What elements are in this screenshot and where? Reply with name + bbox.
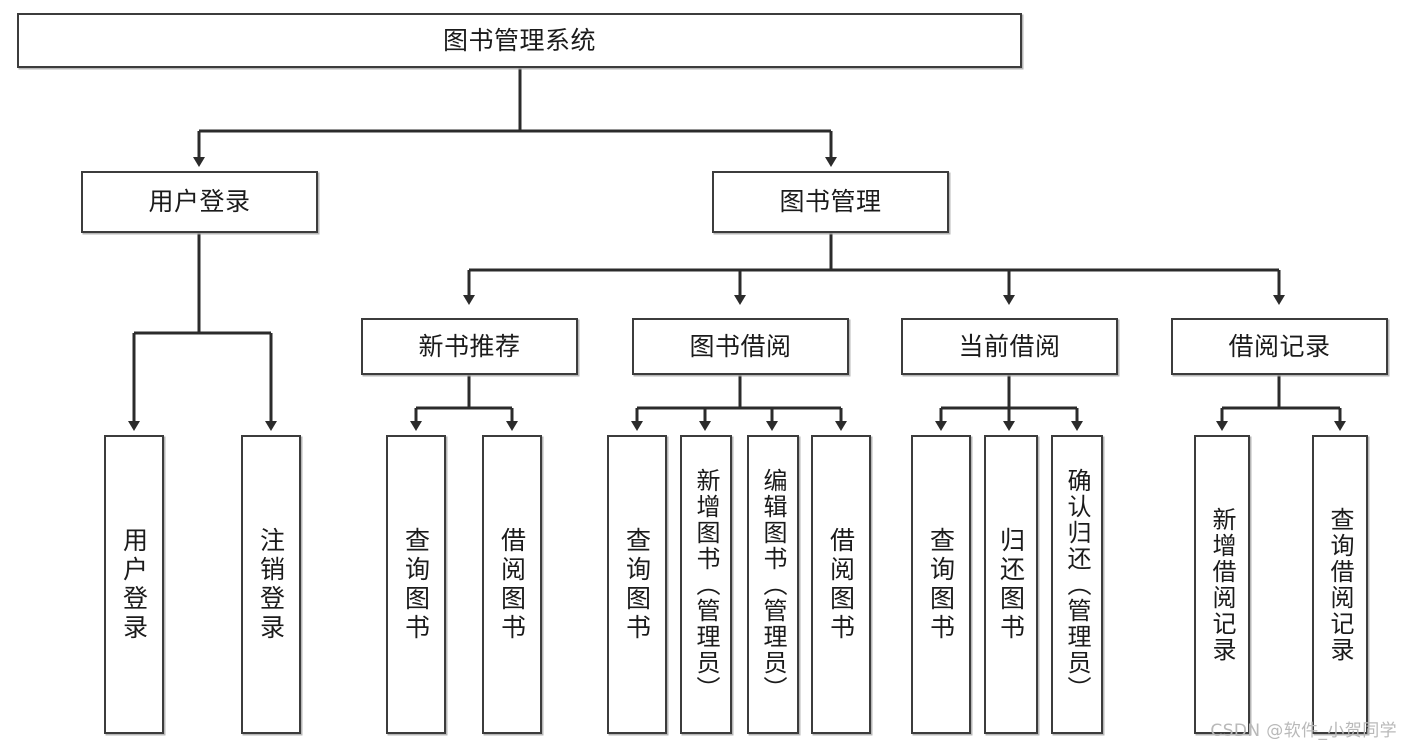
leaf-query-book-borrow[interactable]: 查询图书 bbox=[607, 435, 667, 734]
leaf-query-book-current[interactable]: 查询图书 bbox=[911, 435, 971, 734]
node-label: 查询借阅记录 bbox=[1326, 506, 1354, 663]
node-book-management[interactable]: 图书管理 bbox=[712, 171, 949, 233]
node-label: 新书推荐 bbox=[418, 331, 521, 361]
node-label: 借阅图书 bbox=[497, 526, 527, 643]
node-label: 归还图书 bbox=[996, 526, 1026, 643]
leaf-confirm-return-admin[interactable]: 确认归还（管理员） bbox=[1051, 435, 1103, 734]
node-book-borrow[interactable]: 图书借阅 bbox=[632, 318, 849, 375]
leaf-logout[interactable]: 注销登录 bbox=[241, 435, 301, 734]
node-label: 查询图书 bbox=[926, 526, 956, 643]
node-label: 用户登录 bbox=[148, 187, 251, 217]
node-label: 图书管理 bbox=[779, 187, 882, 217]
node-label: 用户登录 bbox=[119, 526, 149, 643]
node-root-system[interactable]: 图书管理系统 bbox=[17, 13, 1022, 68]
leaf-return-book[interactable]: 归还图书 bbox=[984, 435, 1038, 734]
leaf-edit-book-admin[interactable]: 编辑图书（管理员） bbox=[747, 435, 799, 734]
leaf-borrow-book[interactable]: 借阅图书 bbox=[811, 435, 871, 734]
node-label: 编辑图书（管理员） bbox=[759, 467, 787, 702]
node-label: 新增借阅记录 bbox=[1208, 506, 1236, 663]
leaf-query-borrow-record[interactable]: 查询借阅记录 bbox=[1312, 435, 1368, 734]
leaf-query-book-recommend[interactable]: 查询图书 bbox=[386, 435, 446, 734]
node-label: 确认归还（管理员） bbox=[1063, 467, 1091, 702]
leaf-user-login[interactable]: 用户登录 bbox=[104, 435, 164, 734]
node-label: 当前借阅 bbox=[958, 331, 1061, 361]
node-label: 图书借阅 bbox=[689, 331, 792, 361]
leaf-add-book-admin[interactable]: 新增图书（管理员） bbox=[680, 435, 732, 734]
node-label: 查询图书 bbox=[401, 526, 431, 643]
node-label: 注销登录 bbox=[256, 526, 286, 643]
leaf-add-borrow-record[interactable]: 新增借阅记录 bbox=[1194, 435, 1250, 734]
node-label: 借阅图书 bbox=[826, 526, 856, 643]
watermark-text: CSDN @软件_小贺同学 bbox=[1210, 721, 1397, 741]
node-label: 图书管理系统 bbox=[442, 25, 596, 55]
node-label: 查询图书 bbox=[622, 526, 652, 643]
node-label: 新增图书（管理员） bbox=[692, 467, 720, 702]
node-label: 借阅记录 bbox=[1228, 331, 1331, 361]
node-current-borrow[interactable]: 当前借阅 bbox=[901, 318, 1118, 375]
node-new-book-recommend[interactable]: 新书推荐 bbox=[361, 318, 578, 375]
node-user-login[interactable]: 用户登录 bbox=[81, 171, 318, 233]
node-borrow-records[interactable]: 借阅记录 bbox=[1171, 318, 1388, 375]
leaf-borrow-book-recommend[interactable]: 借阅图书 bbox=[482, 435, 542, 734]
